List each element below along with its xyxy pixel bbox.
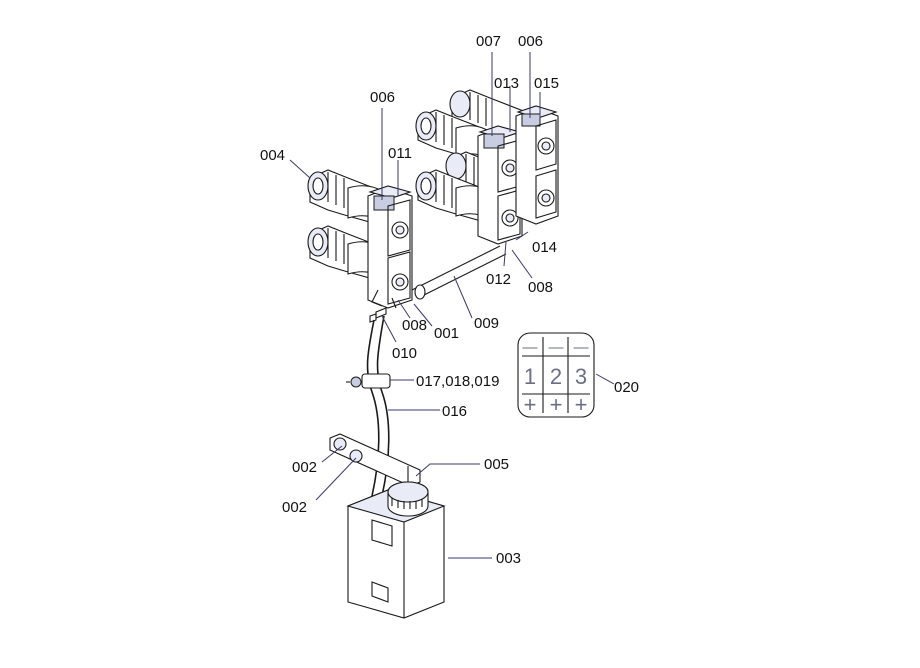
callout-003: 003: [496, 550, 521, 567]
polarity-number-1: 1: [524, 364, 536, 389]
callout-006-left: 006: [370, 89, 395, 106]
callout-015: 015: [534, 75, 559, 92]
callout-002-lower: 002: [282, 499, 307, 516]
polarity-plus-1: +: [524, 392, 537, 417]
callout-017-018-019: 017,018,019: [416, 373, 499, 390]
polarity-minus-2: —: [549, 339, 564, 356]
callout-labels: 004 006 011 007 006 013 015 014 012 008 …: [260, 33, 639, 567]
callout-007: 007: [476, 33, 501, 50]
callout-001: 001: [434, 325, 459, 342]
valve-block-left: [367, 185, 413, 309]
polarity-minus-3: —: [574, 339, 589, 356]
hose-clip-017: [346, 373, 391, 389]
callout-013: 013: [494, 75, 519, 92]
callout-020: 020: [614, 379, 639, 396]
callout-009: 009: [474, 315, 499, 332]
callout-011: 011: [388, 145, 412, 162]
callout-005: 005: [484, 456, 509, 473]
callout-010: 010: [392, 345, 417, 362]
callout-004: 004: [260, 147, 285, 164]
polarity-plus-2: +: [550, 392, 563, 417]
polarity-plus-3: +: [575, 392, 588, 417]
callout-006-right: 006: [518, 33, 543, 50]
valve-block-right-back: [515, 105, 559, 225]
fitting-010: [369, 307, 387, 323]
callout-008-left: 008: [402, 317, 427, 334]
callout-002-upper: 002: [292, 459, 317, 476]
polarity-label-020: — — — 1 2 3 + + +: [517, 332, 595, 418]
polarity-minus-1: —: [523, 339, 538, 356]
polarity-number-2: 2: [550, 364, 562, 389]
callout-012: 012: [486, 271, 511, 288]
connecting-tube-009: [411, 245, 507, 300]
valve-block-right-front: [477, 125, 523, 245]
mounting-bracket: [329, 433, 421, 497]
leader-lines: [289, 52, 615, 559]
callout-014: 014: [532, 239, 557, 256]
callout-016: 016: [442, 403, 467, 420]
callout-008-right: 008: [528, 279, 553, 296]
polarity-number-3: 3: [575, 364, 587, 389]
fluid-reservoir-003: [346, 481, 446, 619]
